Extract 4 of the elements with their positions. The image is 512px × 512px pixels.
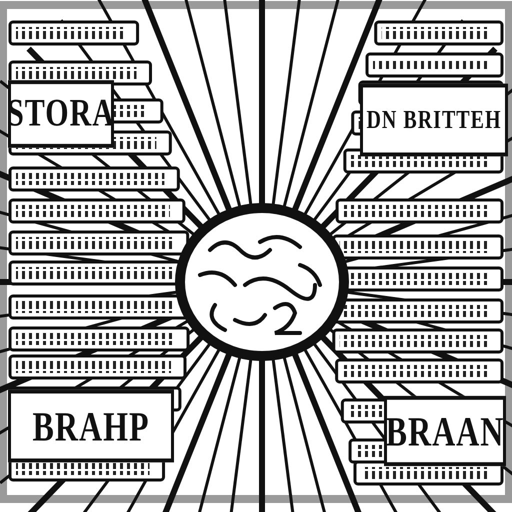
band-heading: DN BRITTEH (360, 84, 508, 156)
band-heading: STORA (8, 80, 114, 148)
band-heading: BRAHP (8, 390, 174, 462)
band-heading: BRAAN (384, 396, 506, 466)
